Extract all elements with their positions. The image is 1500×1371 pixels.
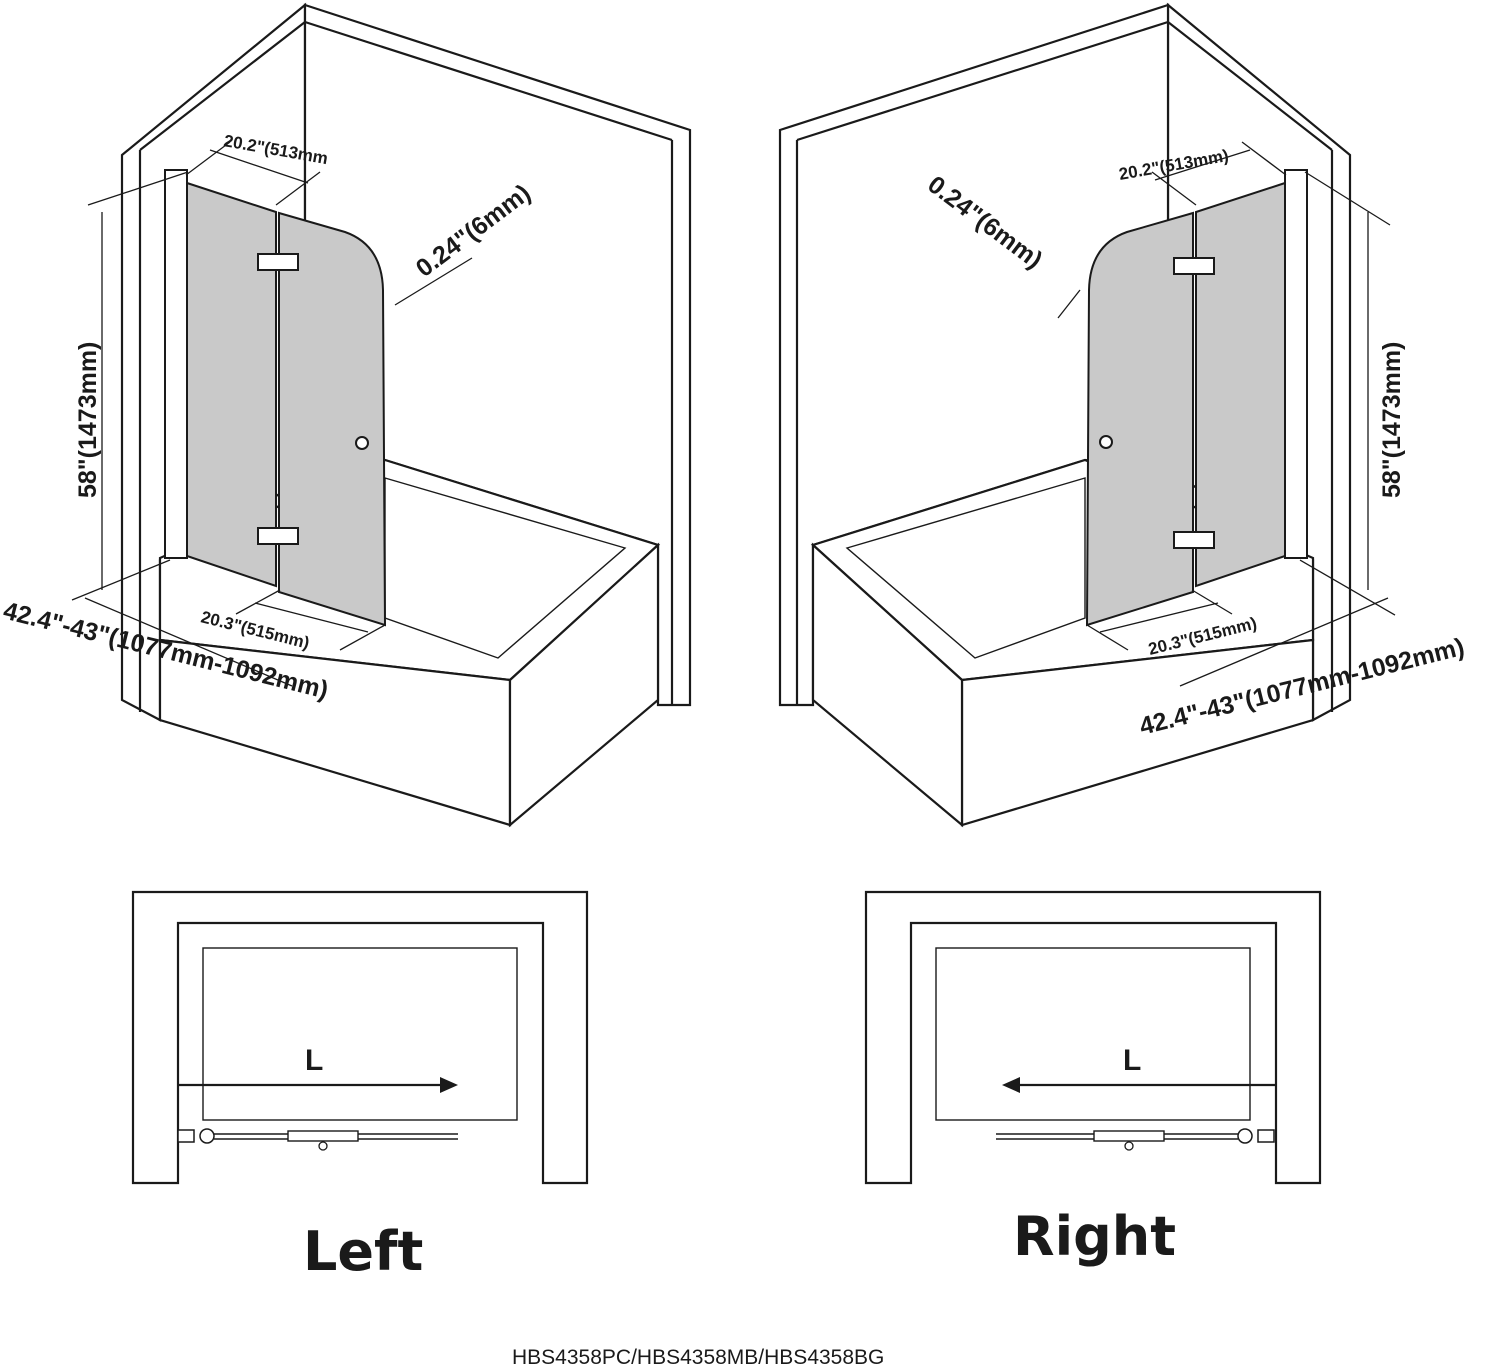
right-height-label: 58"(1473mm) — [1378, 342, 1406, 498]
right-plan-letter: L — [1123, 1044, 1141, 1077]
left-dimension-lines — [71, 141, 473, 687]
right-installation-view: 20.2"(513mm) 0.24"(6mm) 58"(1473mm) 20.3… — [778, 2, 1467, 828]
left-plan-view: L Left — [131, 890, 589, 1283]
left-plan-letter: L — [305, 1044, 323, 1077]
left-plan-arrow-head — [440, 1077, 458, 1093]
left-height-label: 58"(1473mm) — [74, 342, 102, 498]
right-bathtub — [810, 458, 1315, 828]
right-caption: Right — [1013, 1205, 1176, 1268]
left-installation-view: 20.2"(513mm 0.24"(6mm) 58"(1473mm) 20.3"… — [1, 2, 692, 828]
right-plan-view: L Right — [864, 890, 1322, 1268]
model-numbers: HBS4358PC/HBS4358MB/HBS4358BG — [512, 1346, 884, 1369]
left-caption: Left — [303, 1220, 423, 1283]
right-glass-screen — [1085, 169, 1308, 627]
left-glass-screen — [164, 169, 387, 627]
right-plan-arrow-head — [1002, 1077, 1020, 1093]
right-dimension-lines — [1057, 141, 1396, 687]
